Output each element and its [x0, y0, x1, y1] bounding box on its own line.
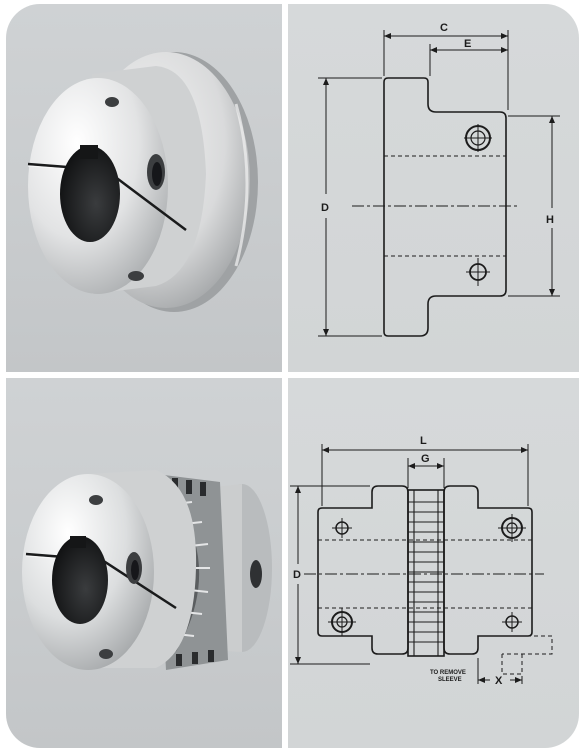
top-dimension-drawing: C E D H — [318, 22, 560, 337]
label-l: L — [420, 435, 427, 447]
sleeve-gear-coupling-image — [22, 470, 272, 670]
bottom-photo-panel — [6, 378, 282, 748]
label-h: H — [546, 214, 554, 226]
bottom-dimension-drawing: L G D X TO REMOVE SLEEVE — [290, 435, 553, 687]
label-g: G — [421, 453, 430, 465]
bottom-drawing-panel: L G D X TO REMOVE SLEEVE — [288, 378, 579, 748]
label-d-bottom: D — [293, 569, 301, 581]
label-d-top: D — [321, 202, 329, 214]
flanged-hub-coupling-image — [27, 52, 258, 312]
label-c: C — [440, 22, 448, 34]
note-sleeve: SLEEVE — [438, 677, 462, 683]
top-photo-panel — [6, 4, 282, 372]
note-to-remove: TO REMOVE — [430, 670, 466, 676]
top-drawing-panel: C E D H — [288, 4, 579, 372]
label-x: X — [495, 675, 503, 687]
label-e: E — [464, 38, 471, 50]
